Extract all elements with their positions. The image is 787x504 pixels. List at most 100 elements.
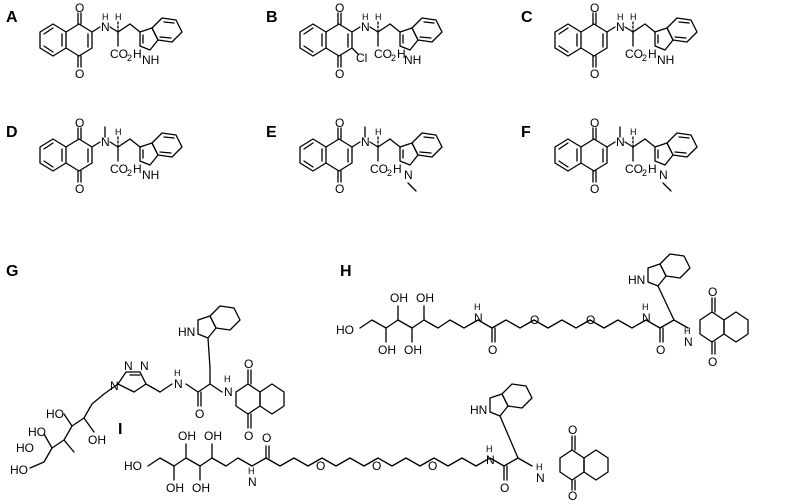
atom-h: H bbox=[536, 462, 543, 472]
atom-n: N bbox=[642, 311, 651, 325]
atom-h: H bbox=[642, 302, 649, 312]
atom-h: H bbox=[486, 444, 493, 454]
atom-n: N bbox=[101, 20, 110, 34]
atom-h-acid: H bbox=[397, 47, 406, 61]
atom-oh: OH bbox=[88, 433, 106, 447]
atom-subscript-2: 2 bbox=[642, 168, 647, 178]
atom-n: N bbox=[616, 135, 625, 149]
atom-o: O bbox=[590, 182, 599, 196]
atom-subscript-2: 2 bbox=[127, 168, 132, 178]
panel-i: I HO OH OH OH OH H N O O O O H N O HN bbox=[118, 383, 609, 503]
atom-o-amide: O bbox=[195, 407, 204, 421]
atom-h: H bbox=[248, 466, 255, 476]
atom-oh: OH bbox=[192, 481, 210, 495]
atom-o: O bbox=[262, 431, 271, 445]
atom-hn-indole: HN bbox=[178, 325, 195, 339]
atom-oh: OH bbox=[204, 429, 222, 443]
atom-co: CO bbox=[110, 162, 128, 176]
atom-ho: HO bbox=[10, 463, 28, 477]
atom-n: N bbox=[684, 335, 693, 349]
atom-n: N bbox=[124, 359, 133, 373]
atom-hn-indole: HN bbox=[628, 273, 645, 287]
atom-o: O bbox=[75, 116, 84, 130]
panel-f: F O O N H CO 2 H N bbox=[521, 116, 698, 196]
atom-h: H bbox=[617, 12, 624, 22]
atom-cl: Cl bbox=[356, 51, 367, 65]
atom-o: O bbox=[335, 116, 344, 130]
atom-h: H bbox=[684, 326, 691, 336]
atom-o: O bbox=[500, 481, 509, 495]
atom-h-alpha: H bbox=[630, 127, 637, 137]
atom-o: O bbox=[708, 355, 717, 369]
atom-n: N bbox=[616, 20, 625, 34]
atom-n: N bbox=[248, 475, 257, 489]
atom-n: N bbox=[140, 359, 149, 373]
atom-ho: HO bbox=[28, 425, 46, 439]
atom-h: H bbox=[362, 12, 369, 22]
panel-label: B bbox=[266, 9, 278, 26]
atom-o: O bbox=[335, 182, 344, 196]
atom-n: N bbox=[361, 135, 370, 149]
atom-ho: HO bbox=[336, 323, 354, 337]
atom-h-acid: H bbox=[648, 162, 657, 176]
atom-h-alpha: H bbox=[115, 12, 122, 22]
atom-indole-nh: NH bbox=[404, 53, 421, 67]
atom-o: O bbox=[590, 67, 599, 81]
atom-subscript-2: 2 bbox=[387, 168, 392, 178]
atom-co: CO bbox=[110, 47, 128, 61]
panel-e: E O O N H CO 2 H N bbox=[266, 116, 443, 196]
atom-indole-nh: NH bbox=[657, 53, 674, 67]
atom-o: O bbox=[656, 343, 665, 357]
atom-indole-nh: NH bbox=[142, 53, 159, 67]
atom-indole-n: N bbox=[659, 168, 668, 182]
atom-oh: OH bbox=[390, 291, 408, 305]
atom-o: O bbox=[488, 343, 497, 357]
atom-o: O bbox=[335, 67, 344, 81]
atom-oh: OH bbox=[166, 481, 184, 495]
atom-o: O bbox=[75, 182, 84, 196]
atom-indole-nh: NH bbox=[142, 168, 159, 182]
atom-h-alpha: H bbox=[630, 12, 637, 22]
atom-oh: OH bbox=[178, 429, 196, 443]
panel-label: H bbox=[340, 263, 352, 280]
atom-h-alpha: H bbox=[375, 127, 382, 137]
atom-n-amide: N bbox=[174, 377, 183, 391]
panel-label: E bbox=[266, 124, 277, 141]
atom-ho: HO bbox=[124, 459, 142, 473]
atom-o: O bbox=[372, 459, 381, 473]
atom-oh: OH bbox=[378, 343, 396, 357]
atom-h: H bbox=[102, 12, 109, 22]
panel-label: I bbox=[118, 421, 122, 438]
atom-co: CO bbox=[374, 47, 392, 61]
panel-h: H HO OH OH OH OH H N O O O H N O HN H bbox=[336, 253, 749, 369]
panel-label: G bbox=[6, 263, 18, 280]
atom-subscript-2: 2 bbox=[127, 53, 132, 63]
atom-n-amine: N bbox=[224, 385, 233, 399]
atom-o: O bbox=[568, 423, 577, 437]
atom-n: N bbox=[110, 379, 119, 393]
atom-h: H bbox=[474, 302, 481, 312]
atom-h-acid: H bbox=[133, 47, 142, 61]
atom-o: O bbox=[708, 285, 717, 299]
panel-label: A bbox=[6, 9, 18, 26]
atom-indole-n: N bbox=[404, 168, 413, 182]
panel-label: C bbox=[521, 9, 533, 26]
panel-b: B O O N H H Cl CO 2 H NH bbox=[266, 1, 443, 81]
atom-ho: HO bbox=[16, 441, 34, 455]
atom-o: O bbox=[75, 67, 84, 81]
atom-co: CO bbox=[625, 162, 643, 176]
atom-co: CO bbox=[370, 162, 388, 176]
atom-o: O bbox=[590, 116, 599, 130]
atom-hn-indole: HN bbox=[470, 403, 487, 417]
atom-o: O bbox=[428, 459, 437, 473]
atom-h-alpha: H bbox=[375, 12, 382, 22]
atom-o: O bbox=[586, 313, 595, 327]
panel-a: A O O N H H CO 2 H NH bbox=[6, 1, 183, 81]
atom-o: O bbox=[530, 313, 539, 327]
atom-subscript-2: 2 bbox=[391, 53, 396, 63]
atom-h-acid: H bbox=[648, 47, 657, 61]
atom-co: CO bbox=[625, 47, 643, 61]
atom-o: O bbox=[316, 459, 325, 473]
panel-d: D O O N H CO 2 H NH bbox=[6, 116, 183, 196]
